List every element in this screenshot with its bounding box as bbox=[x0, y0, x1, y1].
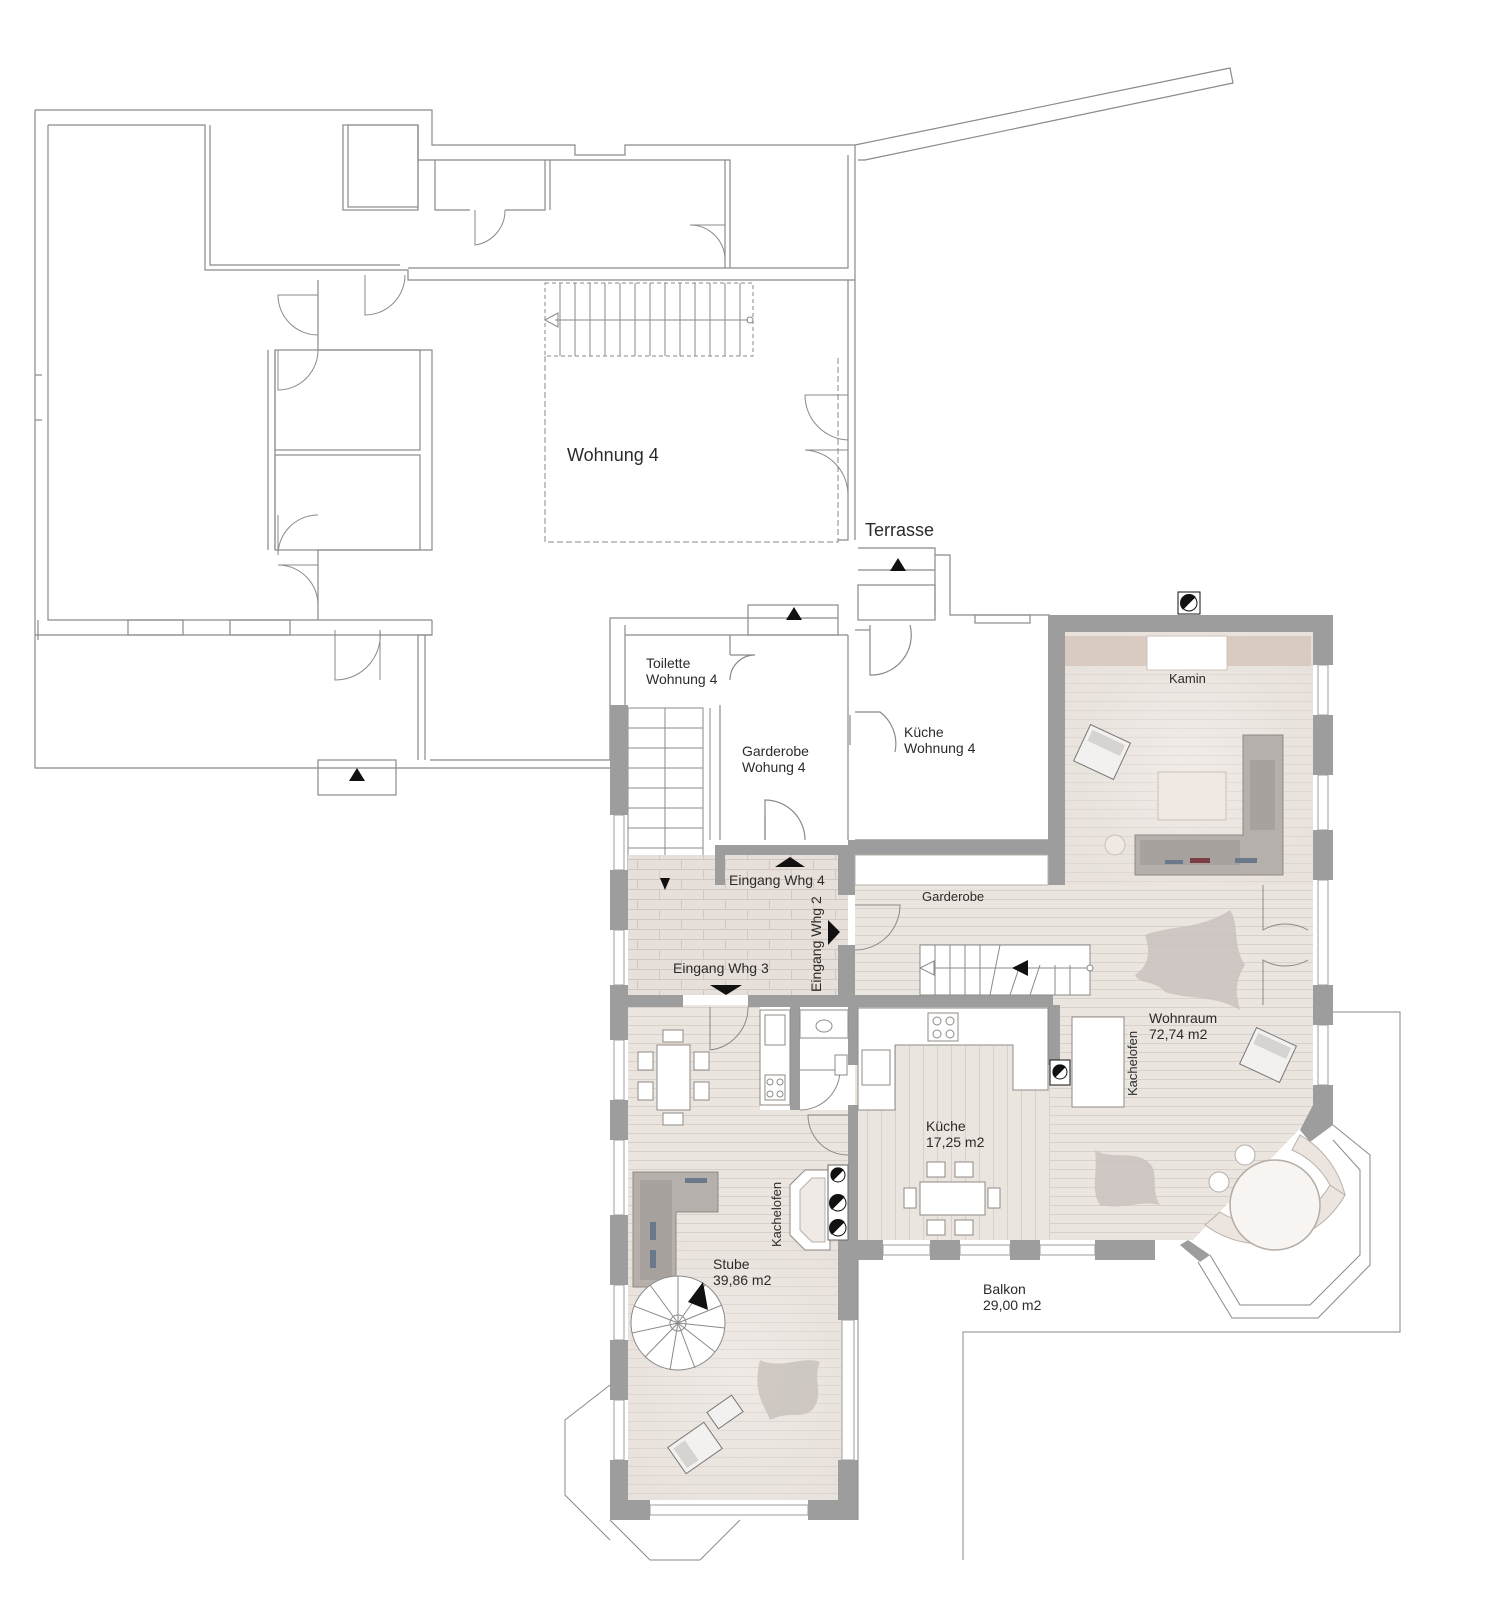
balkon-outline bbox=[564, 1011, 1401, 1561]
bathroom-fixtures bbox=[759, 1009, 849, 1106]
stool-2 bbox=[1208, 1171, 1230, 1193]
rug-cowhide-2 bbox=[1094, 1150, 1160, 1207]
chimney-icons bbox=[829, 591, 1201, 1237]
walls bbox=[610, 615, 1333, 1520]
spiral-staircase bbox=[630, 1275, 726, 1371]
label-kueche-w4: Küche Wohnung 4 bbox=[904, 724, 975, 756]
round-table bbox=[1229, 1159, 1321, 1251]
label-stube-name: Stube bbox=[713, 1256, 750, 1272]
label-eingang-whg3: Eingang Whg 3 bbox=[673, 960, 769, 976]
erker-bench-top bbox=[1291, 1134, 1346, 1197]
label-toilette: Toilette Wohnung 4 bbox=[646, 655, 717, 687]
stairs-garderobe bbox=[918, 944, 1094, 996]
stair-arrow-garderobe bbox=[1012, 960, 1028, 976]
rug-cowhide-1 bbox=[1135, 910, 1245, 1010]
label-wohnung4: Wohnung 4 bbox=[567, 445, 659, 465]
label-kueche: Küche 17,25 m2 bbox=[926, 1118, 984, 1150]
entrance-arrows bbox=[349, 558, 906, 995]
kamin bbox=[1146, 635, 1228, 671]
label-toilette-line1: Toilette bbox=[646, 655, 691, 671]
label-kueche-w4-line1: Küche bbox=[904, 724, 944, 740]
kitchen-counter bbox=[857, 1007, 1049, 1111]
label-wohnraum-name: Wohnraum bbox=[1149, 1010, 1218, 1026]
wohnung4-outline bbox=[34, 67, 1234, 796]
dining-table-kueche bbox=[903, 1161, 1001, 1236]
stairs-wohnung4 bbox=[543, 282, 839, 543]
label-kachelofen-right: Kachelofen bbox=[1125, 1030, 1140, 1096]
rug-cowhide-3 bbox=[757, 1360, 820, 1420]
windows bbox=[613, 664, 1329, 1516]
label-balkon-area: 29,00 m2 bbox=[983, 1297, 1042, 1314]
label-stube-area: 39,86 m2 bbox=[713, 1272, 772, 1289]
label-terrasse: Terrasse bbox=[865, 520, 935, 540]
label-kachelofen-left: Kachelofen bbox=[769, 1181, 784, 1247]
ottoman-stube bbox=[706, 1394, 744, 1430]
kitchen-island bbox=[1071, 1016, 1125, 1108]
label-garderobe-w4-line1: Garderobe bbox=[742, 743, 809, 759]
sofa-wohnraum bbox=[1134, 734, 1284, 876]
label-garderobe: Garderobe bbox=[922, 889, 985, 904]
label-garderobe-w4-line2: Wohung 4 bbox=[742, 759, 806, 776]
label-eingang-whg4: Eingang Whg 4 bbox=[729, 872, 825, 888]
label-eingang-whg2: Eingang Whg 2 bbox=[808, 896, 824, 992]
label-garderobe-w4: Garderobe Wohung 4 bbox=[742, 743, 809, 775]
label-toilette-line2: Wohnung 4 bbox=[646, 671, 718, 688]
lounge-chair-stube bbox=[667, 1421, 723, 1475]
label-wohnraum-area: 72,74 m2 bbox=[1149, 1026, 1208, 1043]
coffee-table bbox=[1157, 771, 1227, 821]
armchair-2 bbox=[1238, 1026, 1298, 1084]
label-balkon: Balkon 29,00 m2 bbox=[983, 1281, 1041, 1313]
side-table bbox=[1104, 834, 1126, 856]
stair-arrow-spiral bbox=[688, 1282, 708, 1310]
label-kueche-w4-line2: Wohnung 4 bbox=[904, 740, 976, 757]
label-kamin: Kamin bbox=[1169, 671, 1206, 686]
door-swings-outline bbox=[277, 209, 849, 681]
label-wohnraum: Wohnraum 72,74 m2 bbox=[1149, 1010, 1217, 1042]
terrasse-outline bbox=[609, 547, 1050, 841]
label-balkon-name: Balkon bbox=[983, 1281, 1026, 1297]
dining-table-stube bbox=[637, 1029, 710, 1126]
sofa-stube bbox=[632, 1171, 719, 1288]
label-kueche-name: Küche bbox=[926, 1118, 966, 1134]
stool-1 bbox=[1234, 1144, 1256, 1166]
door-swings-main bbox=[709, 885, 1309, 1156]
label-stube: Stube 39,86 m2 bbox=[713, 1256, 771, 1288]
label-kueche-area: 17,25 m2 bbox=[926, 1134, 985, 1151]
garderobe-cabinet bbox=[854, 854, 1049, 886]
armchair-1 bbox=[1072, 723, 1132, 781]
